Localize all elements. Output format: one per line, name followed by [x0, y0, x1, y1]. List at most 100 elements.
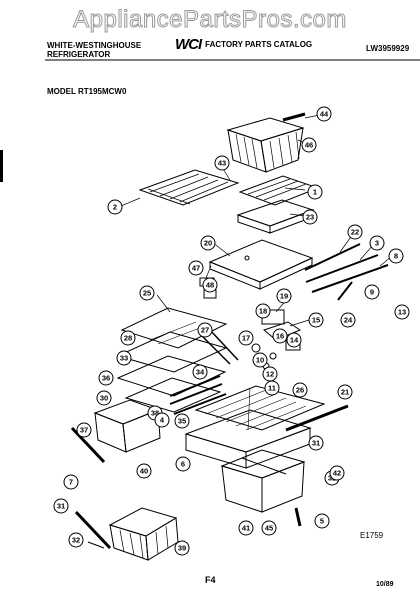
callout-circle — [53, 498, 69, 514]
callout-label: 25 — [143, 289, 151, 298]
callout-circle — [107, 199, 123, 215]
callout-label: 35 — [178, 417, 186, 426]
callout-21: 21 — [337, 384, 353, 400]
callout-label: 41 — [242, 524, 250, 533]
callout-label: 37 — [80, 426, 88, 435]
callout-label: 5 — [320, 517, 324, 526]
crisper-frame — [184, 409, 312, 469]
callout-circle — [154, 412, 170, 428]
callout-circle — [261, 520, 277, 536]
callout-14: 14 — [286, 332, 302, 348]
callout-circle — [276, 288, 292, 304]
callout-31: 31 — [53, 498, 69, 514]
callout-circle — [286, 332, 302, 348]
callout-circle — [98, 370, 114, 386]
shelf-rails — [169, 375, 227, 415]
callout-label: 39 — [178, 544, 186, 553]
support-rod — [285, 404, 349, 432]
callout-circle — [307, 184, 323, 200]
callout-label: 33 — [120, 354, 128, 363]
callout-11: 11 — [264, 380, 280, 396]
callout-circle — [188, 260, 204, 276]
callout-circle — [174, 540, 190, 556]
callout-label: 14 — [290, 336, 299, 345]
callout-label: 20 — [204, 239, 212, 248]
callout-circle — [76, 422, 92, 438]
callout-2: 2 — [107, 199, 123, 215]
binding-mark — [0, 150, 3, 182]
callout-6: 6 — [175, 456, 191, 472]
callout-label: 4 — [160, 416, 165, 425]
callout-circle — [301, 137, 317, 153]
callout-17: 17 — [238, 330, 254, 346]
callout-31: 31 — [308, 435, 324, 451]
catalog-date: 10/89 — [376, 581, 394, 588]
watermark: AppliancePartsPros.com — [73, 6, 347, 34]
callout-label: 16 — [276, 332, 284, 341]
callout-circle — [197, 322, 213, 338]
callout-circle — [388, 248, 404, 264]
callout-5: 5 — [314, 513, 330, 529]
callout-37: 37 — [76, 422, 92, 438]
callout-47: 47 — [188, 260, 204, 276]
callout-label: 40 — [140, 467, 148, 476]
callout-label: 32 — [72, 536, 80, 545]
callout-22: 22 — [347, 224, 363, 240]
side-rails — [304, 243, 389, 301]
callout-18: 18 — [255, 303, 271, 319]
callout-label: 42 — [333, 469, 341, 478]
callout-circle — [314, 513, 330, 529]
callout-circle — [340, 312, 356, 328]
callout-circle — [308, 435, 324, 451]
callout-label: 7 — [69, 478, 73, 487]
callout-label: 19 — [280, 292, 288, 301]
catalog-code: LW3959929 — [366, 44, 410, 53]
callout-label: 30 — [100, 394, 108, 403]
callout-label: 31 — [312, 439, 320, 448]
wci-logo: WCI — [175, 36, 202, 53]
callout-27: 27 — [197, 322, 213, 338]
callout-circle — [272, 328, 288, 344]
callout-circle — [292, 382, 308, 398]
callout-28: 28 — [120, 330, 136, 346]
callout-label: 17 — [242, 334, 250, 343]
crisper-drawers — [220, 449, 306, 513]
callout-label: 46 — [305, 141, 313, 150]
callout-32: 32 — [68, 532, 84, 548]
callout-circle — [337, 384, 353, 400]
callout-25: 25 — [139, 285, 155, 301]
callout-20: 20 — [200, 235, 216, 251]
callout-circle — [264, 380, 280, 396]
freezer-shelf-right — [236, 175, 320, 234]
callout-label: 22 — [351, 228, 359, 237]
callout-circle — [174, 413, 190, 429]
callout-23: 23 — [302, 209, 318, 225]
callout-35: 35 — [174, 413, 190, 429]
callout-45: 45 — [261, 520, 277, 536]
callout-label: 2 — [113, 203, 117, 212]
callout-label: 10 — [256, 356, 264, 365]
callout-24: 24 — [340, 312, 356, 328]
callout-12: 12 — [262, 366, 278, 382]
callout-label: 23 — [306, 213, 314, 222]
bottom-basket — [74, 507, 179, 561]
callout-label: 45 — [265, 524, 273, 533]
callout-label: 13 — [398, 308, 406, 317]
callout-circle — [255, 303, 271, 319]
callout-41: 41 — [238, 520, 254, 536]
freezer-basket — [226, 112, 306, 173]
callout-46: 46 — [301, 137, 317, 153]
callout-label: 9 — [370, 288, 374, 297]
callout-7: 7 — [63, 474, 79, 490]
callout-1: 1 — [307, 184, 323, 200]
catalog-header: WCI FACTORY PARTS CATALOG — [175, 36, 313, 53]
callout-circle — [116, 350, 132, 366]
callout-circle — [63, 474, 79, 490]
leader-lines — [120, 113, 393, 343]
catalog-title: FACTORY PARTS CATALOG — [205, 40, 313, 49]
callout-circle — [68, 532, 84, 548]
callout-label: 28 — [124, 334, 132, 343]
callout-3: 3 — [369, 235, 385, 251]
